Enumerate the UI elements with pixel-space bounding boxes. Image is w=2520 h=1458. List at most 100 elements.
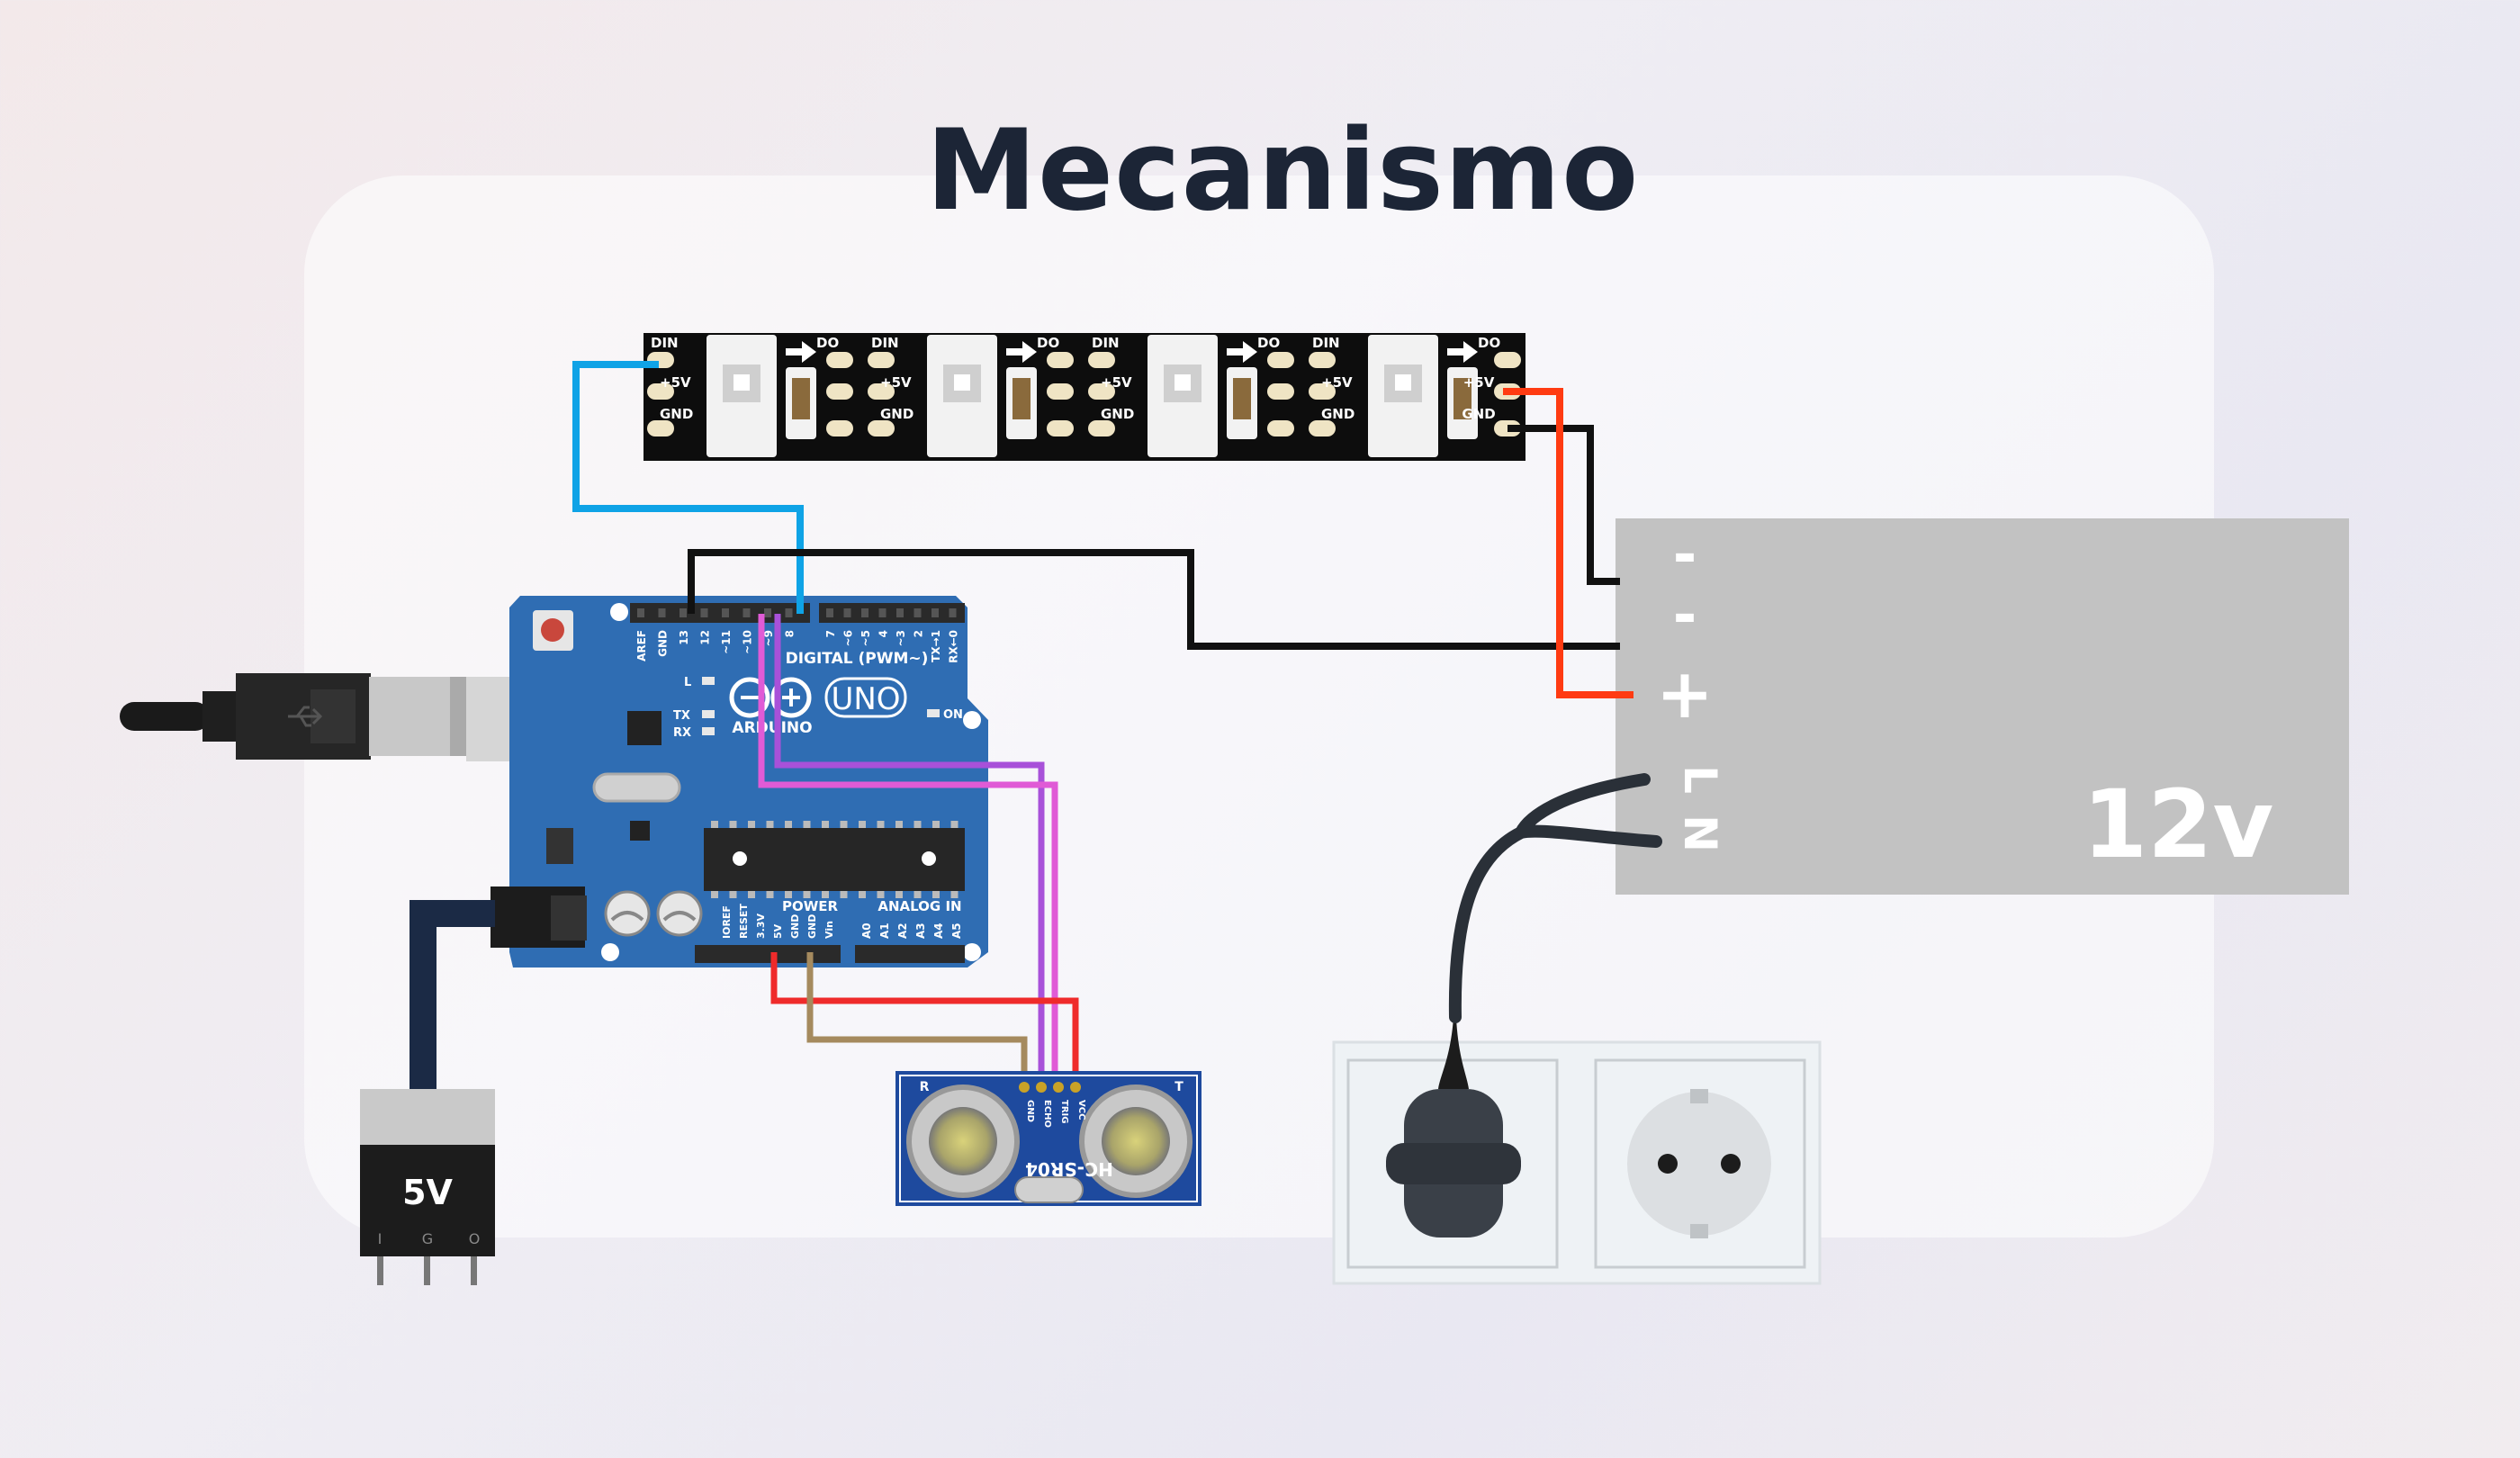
- wall-socket: [1332, 1017, 1822, 1285]
- sensor-pin-label: VCC: [1076, 1100, 1086, 1120]
- socket-outlet-empty: [1627, 1092, 1771, 1236]
- analog-pin-label: A4: [932, 922, 945, 939]
- supply-voltage-label: 12v: [2083, 770, 2274, 879]
- digital-pin-label: 4: [878, 630, 890, 637]
- regulator-voltage-label: 5V: [402, 1173, 453, 1212]
- mains-cable: [1448, 773, 1662, 1023]
- analog-pin-label: A1: [878, 922, 891, 939]
- led-segment: DIN +5V GND DO: [647, 335, 839, 457]
- sensor-t-mark: T: [1174, 1080, 1184, 1094]
- analog-pin-label: A5: [950, 922, 963, 939]
- pin-gnd-label: GND: [880, 406, 914, 422]
- sensor-r-mark: R: [920, 1080, 930, 1094]
- power-pin-label: GND: [806, 914, 818, 939]
- wire-trig: [758, 614, 1058, 1071]
- wire-gnd-strip: [1508, 425, 1620, 585]
- arrow-right-icon: [786, 341, 816, 363]
- pin-5v-label: +5V: [1101, 374, 1132, 391]
- digital-pin-label: GND: [657, 630, 670, 657]
- arrow-right-icon: [1227, 341, 1257, 363]
- analog-header: [855, 945, 965, 963]
- pin-gnd-label: GND: [660, 406, 693, 422]
- digital-pin-label: ~11: [720, 630, 733, 654]
- digital-pin-label: ~6: [842, 630, 855, 646]
- arduino-brand-label: ARDUINO: [732, 719, 812, 737]
- pin-gnd-label: GND: [1462, 406, 1495, 422]
- digital-pin-label: ~5: [860, 630, 872, 646]
- terminal-plus: +: [1656, 653, 1714, 734]
- digital-pin-label: TX→1: [930, 630, 942, 662]
- digital-pin-label: 8: [784, 630, 796, 637]
- voltage-regulator-5v: 5V I G O: [360, 900, 495, 1285]
- wire-sensor-vcc: [770, 952, 1079, 1071]
- led-rx-label: RX: [673, 726, 691, 740]
- wire-gnd-arduino: [688, 549, 1620, 650]
- pin-din-label: DIN: [1092, 335, 1120, 351]
- pin-do-label: DO: [1037, 335, 1059, 351]
- sensor-model-label: HC-SR04: [1025, 1158, 1113, 1180]
- power-pin-label: 3.3V: [755, 914, 767, 939]
- power-plug: [1438, 1017, 1469, 1089]
- led-on-label: ON: [943, 708, 963, 722]
- arduino-model-label: UNO: [831, 681, 900, 717]
- led-l-label: L: [684, 676, 691, 689]
- digital-header-left: [630, 603, 810, 623]
- atmega-chip: [704, 828, 965, 891]
- digital-pin-label: RX←0: [948, 630, 960, 663]
- crystal-oscillator: [592, 772, 681, 803]
- pin-gnd-label: GND: [1101, 406, 1134, 422]
- led-segment: DIN +5V GND DO: [1267, 335, 1500, 457]
- arrow-right-icon: [1447, 341, 1478, 363]
- pin-do-label: DO: [1478, 335, 1500, 351]
- wires: [572, 361, 1662, 1071]
- power-header: [695, 945, 841, 963]
- regulator-pin-g: G: [422, 1230, 433, 1247]
- pin-din-label: DIN: [1312, 335, 1340, 351]
- power-pin-label: IOREF: [721, 905, 733, 939]
- pin-do-label: DO: [816, 335, 839, 351]
- sensor-pin-label: ECHO: [1042, 1100, 1052, 1128]
- regulator-pin-i: I: [378, 1230, 382, 1247]
- arrow-right-icon: [1006, 341, 1037, 363]
- digital-pin-label: 7: [824, 630, 837, 637]
- power-supply-12v: - - + L N 12v: [1616, 518, 2349, 895]
- wire-data-din: [572, 361, 804, 614]
- digital-pin-label: 12: [699, 630, 712, 645]
- pin-do-label: DO: [1257, 335, 1280, 351]
- sensor-pin-label: TRIG: [1059, 1100, 1069, 1123]
- reset-button[interactable]: [541, 618, 564, 642]
- power-pin-label: GND: [789, 914, 801, 939]
- ultrasonic-sensor: R T HC-SR04 VCC TRIG ECHO GND: [896, 1071, 1202, 1206]
- arduino-logo-icon: [729, 677, 812, 718]
- digital-pin-label: ~3: [895, 630, 907, 646]
- pin-5v-label: +5V: [1321, 374, 1353, 391]
- power-pin-label: Vin: [824, 921, 835, 939]
- digital-pin-label: 2: [913, 630, 925, 637]
- terminal-minus-2: -: [1673, 582, 1697, 649]
- terminal-n: N: [1674, 814, 1726, 852]
- pin-5v-label: +5V: [660, 374, 691, 391]
- digital-pin-label: ~10: [742, 630, 754, 654]
- power-pin-label: 5V: [772, 923, 784, 939]
- usb-icon: [288, 706, 323, 727]
- dc-cable: [410, 900, 495, 1116]
- digital-pin-label: ~9: [762, 630, 775, 646]
- power-supply-body: [1616, 518, 2349, 895]
- page-title: Mecanismo: [925, 106, 1640, 236]
- pin-5v-label: +5V: [1463, 374, 1495, 391]
- sensor-pin-label: GND: [1025, 1100, 1035, 1122]
- digital-pin-label: AREF: [635, 630, 648, 662]
- led-segment: DIN +5V GND DO: [1047, 335, 1280, 457]
- power-label: POWER: [782, 898, 839, 914]
- digital-pin-label: 13: [678, 630, 690, 645]
- analog-pin-label: A0: [860, 922, 873, 939]
- regulator-pin-o: O: [469, 1230, 481, 1247]
- digital-pwm-label: DIGITAL (PWM~): [786, 650, 929, 668]
- pin-din-label: DIN: [651, 335, 679, 351]
- analog-pin-label: A3: [914, 922, 927, 939]
- arduino-uno: AREF GND 13 12 ~11 ~10 ~9 8 7 ~6 ~5 4 ~3 2 TX→1 RX←0 DI…: [490, 596, 988, 968]
- pin-din-label: DIN: [871, 335, 899, 351]
- regulator-body: [360, 1145, 495, 1256]
